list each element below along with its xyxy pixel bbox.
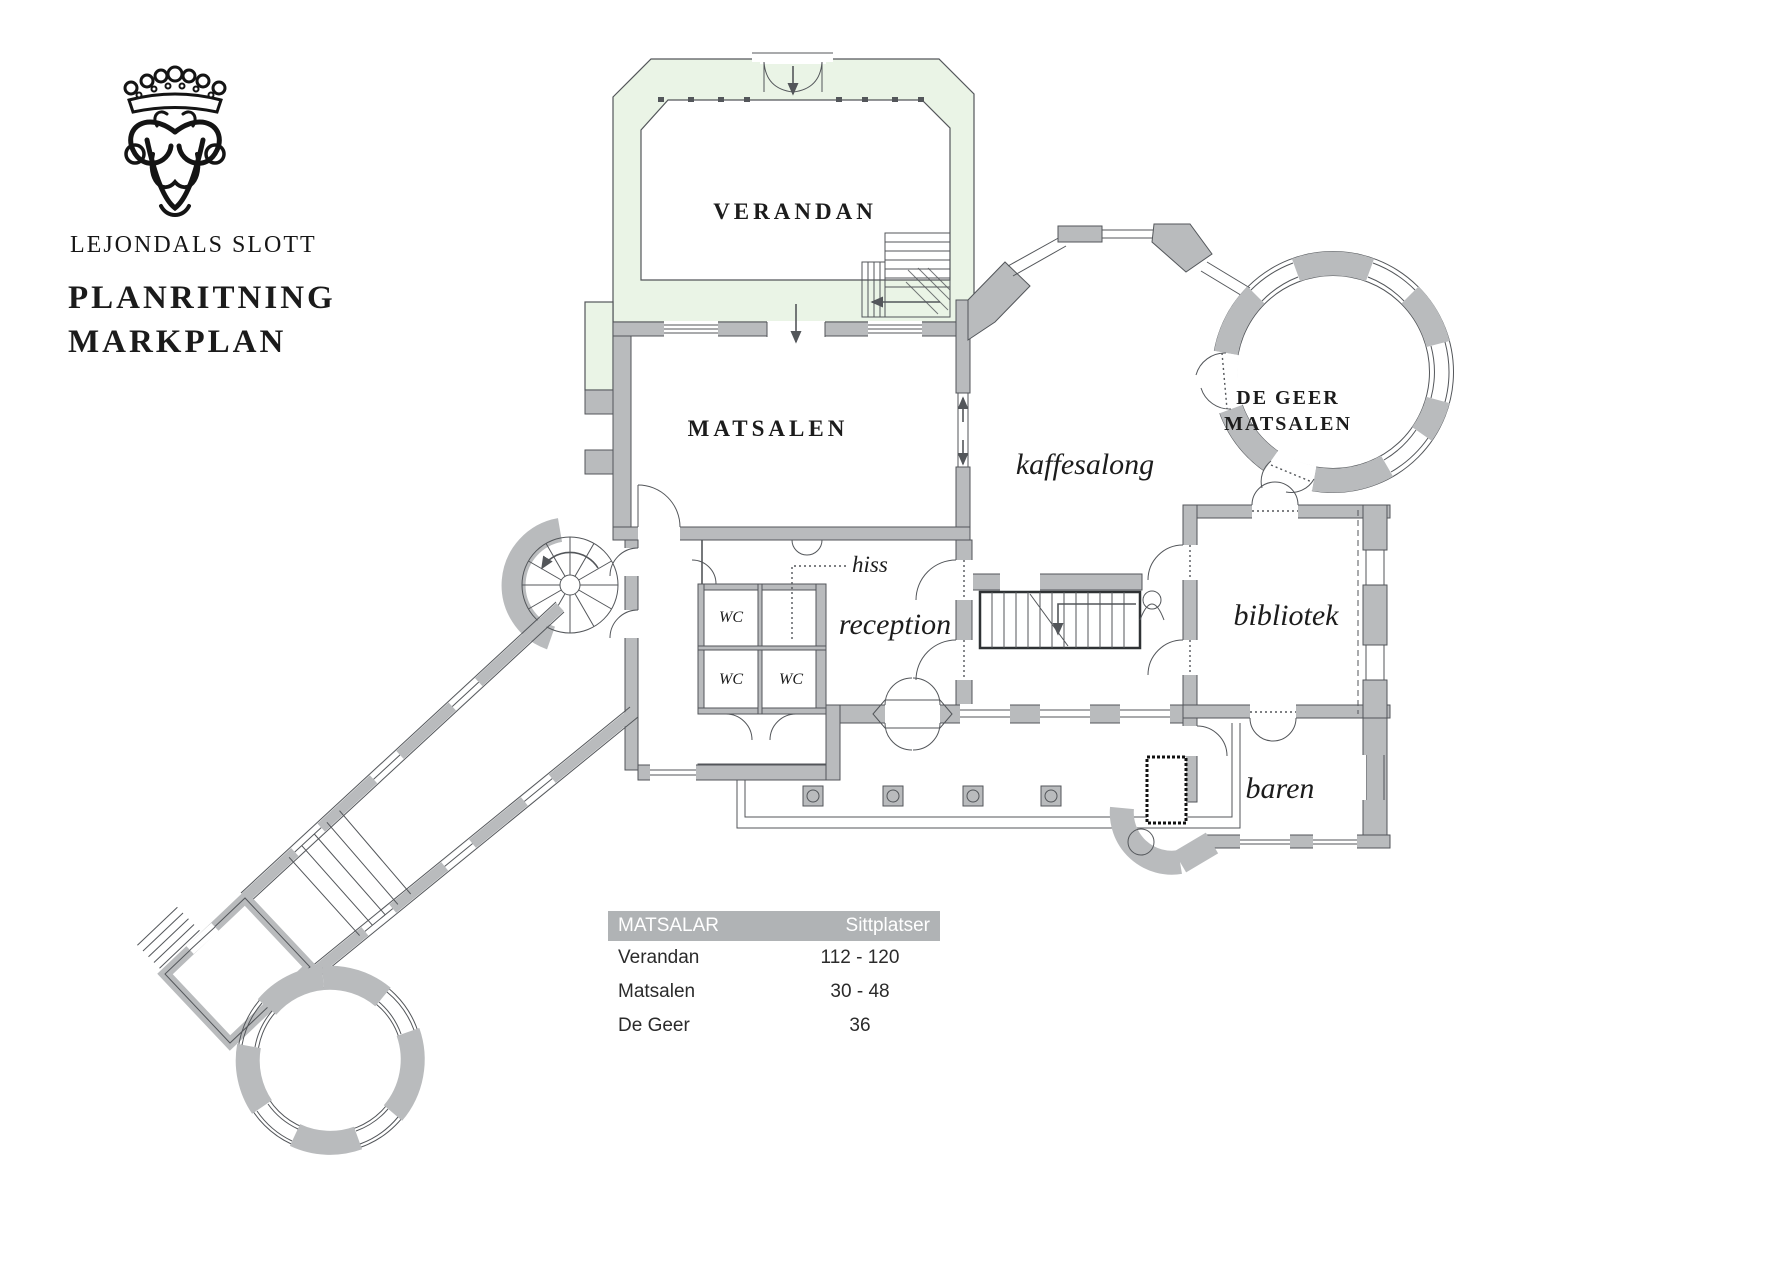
label-reception: reception	[839, 608, 951, 641]
label-wc-2: WC	[719, 671, 743, 688]
room-seats: 112 - 120	[820, 947, 900, 968]
room-name: De Geer	[618, 1015, 690, 1036]
room-kaffesalong	[967, 223, 1251, 591]
room-name: Verandan	[618, 947, 700, 968]
page-title-line1: PLANRITNING	[68, 280, 336, 316]
room-name: Matsalen	[618, 981, 696, 1002]
shaft-box	[1145, 755, 1188, 825]
main-staircase	[978, 590, 1165, 650]
label-hiss: hiss	[852, 552, 888, 577]
room-de-geer-matsalen	[1195, 251, 1454, 493]
room-reception	[915, 539, 973, 724]
terrace-columns	[802, 785, 1062, 807]
seating-table: MATSALAR Sittplatser Verandan 112 - 120 …	[608, 911, 940, 1043]
label-wc-1: WC	[719, 609, 743, 626]
castle-logo-crowned-monogram-icon	[123, 65, 227, 217]
room-baren	[1109, 717, 1391, 875]
seating-table-header-col2: Sittplatser	[845, 915, 930, 936]
label-baren: baren	[1246, 772, 1315, 805]
southwest-wing	[137, 601, 639, 1155]
table-row: De Geer 36	[608, 1009, 940, 1043]
room-seats: 36	[849, 1015, 871, 1036]
label-wc-3: WC	[779, 671, 803, 688]
curved-arrow	[541, 551, 599, 570]
seating-table-header-col1: MATSALAR	[618, 915, 720, 936]
brand-name: LEJONDALS SLOTT	[70, 232, 317, 258]
hub-east-wall	[609, 539, 639, 771]
down-arrow	[1052, 603, 1136, 636]
terrace	[637, 677, 1241, 829]
room-bibliotek	[1147, 481, 1391, 742]
room-labels: VERANDAN MATSALEN kaffesalong DE GEER MA…	[688, 199, 1352, 805]
exterior-stair	[137, 906, 200, 969]
wc-block	[691, 559, 846, 779]
room-seats: 30 - 48	[830, 981, 890, 1002]
label-verandan: VERANDAN	[713, 199, 877, 224]
spiral-stair	[501, 518, 619, 650]
label-matsalen: MATSALEN	[688, 416, 849, 441]
straight-stair	[861, 232, 951, 318]
table-row: Verandan 112 - 120	[608, 941, 940, 975]
wing-round-tower	[235, 965, 425, 1155]
label-de-geer-1: DE GEER	[1236, 387, 1339, 409]
table-row: Matsalen 30 - 48	[608, 975, 940, 1009]
label-bibliotek: bibliotek	[1234, 599, 1340, 632]
room-matsalen	[584, 299, 971, 556]
label-de-geer-2: MATSALEN	[1224, 413, 1352, 435]
wing-stair	[288, 810, 412, 936]
page-title-line2: MARKPLAN	[68, 324, 287, 360]
seating-table-header: MATSALAR Sittplatser	[608, 911, 940, 941]
label-kaffesalong: kaffesalong	[1016, 448, 1154, 481]
room-verandan	[584, 44, 975, 391]
